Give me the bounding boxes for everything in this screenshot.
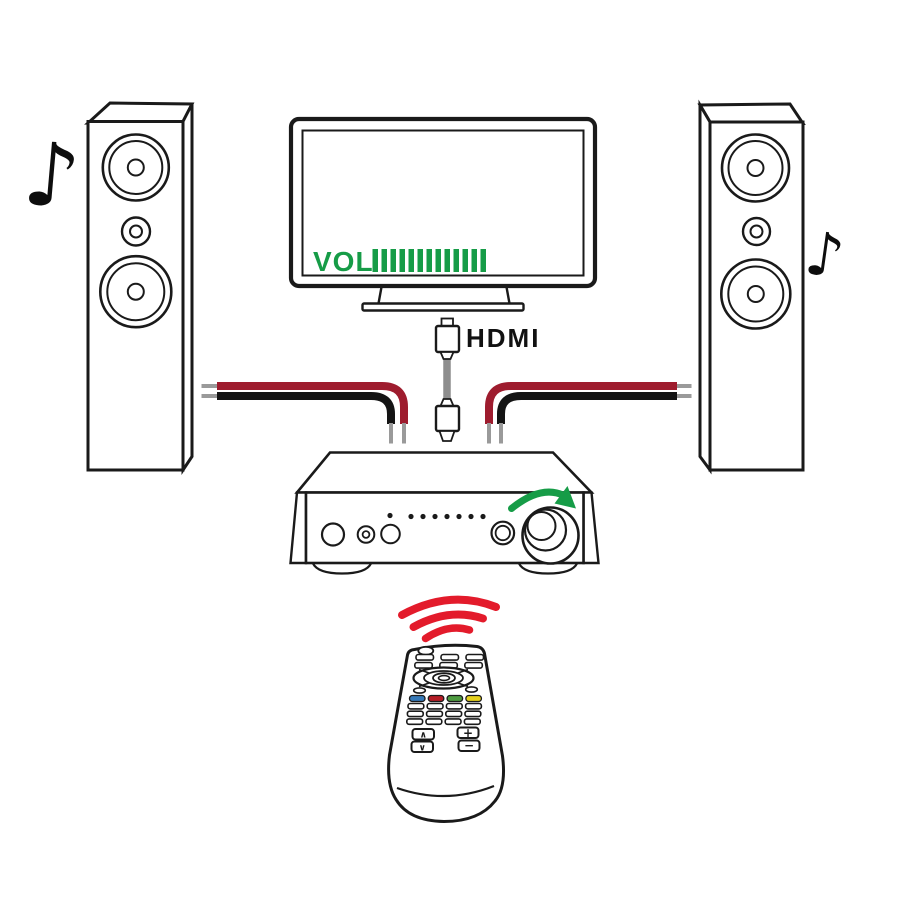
remote-button-grid <box>405 702 483 726</box>
right-woofer-bottom <box>719 258 792 330</box>
volume-bars <box>372 249 486 272</box>
left-tweeter <box>120 216 152 247</box>
left-speaker <box>84 101 195 475</box>
svg-text:+: + <box>463 726 473 740</box>
hdmi-plug-top <box>434 324 461 354</box>
volume-turn-arrow-icon <box>508 486 576 512</box>
svg-text:∨: ∨ <box>419 744 426 754</box>
amp-headphone-jack <box>356 525 376 544</box>
left-woofer-top <box>101 133 171 202</box>
remote-bottom-line <box>396 784 495 798</box>
remote-volume-up-button: + <box>456 726 480 740</box>
right-speaker <box>697 99 806 475</box>
hdmi-plug-bottom <box>434 404 461 433</box>
amp-foot-right <box>518 562 578 575</box>
amp-foot-left <box>312 562 372 575</box>
speaker-wire-left <box>201 382 408 444</box>
remote-channel-down-button: ∨ <box>410 740 434 754</box>
wire-red-left <box>217 382 408 424</box>
remote-channel-up-button: ∧ <box>411 728 435 741</box>
remote-volume-down-button: − <box>457 739 481 753</box>
remote-ok-button <box>432 672 456 684</box>
hdmi-plug-bottom-tip <box>438 430 456 442</box>
music-note-left-icon: ♪ <box>19 122 84 230</box>
svg-text:∧: ∧ <box>420 731 427 741</box>
signal-arc <box>398 595 500 619</box>
amplifier <box>289 451 600 575</box>
remote-oval-button-right <box>464 686 479 693</box>
remote-dpad <box>412 666 475 690</box>
left-woofer-bottom <box>99 254 173 329</box>
amp-top <box>294 451 595 494</box>
tv-screen <box>301 129 585 277</box>
tv-volume-label: VOL <box>313 246 374 277</box>
wire-red-right <box>485 382 677 424</box>
ir-signal-arcs <box>398 595 500 643</box>
remote-power-button <box>417 645 435 656</box>
signal-arc <box>409 610 487 631</box>
amp-indicator-dots <box>387 512 486 520</box>
wire-black-right <box>497 392 677 424</box>
signal-arc <box>421 624 474 643</box>
hdmi-label: HDMI <box>466 323 540 353</box>
music-note-right-icon: ♪ <box>801 218 849 293</box>
amp-input-button <box>380 523 401 545</box>
amp-left-panel <box>289 491 308 565</box>
hdmi-cable: HDMI <box>434 317 540 442</box>
speaker-wire-right <box>485 382 692 444</box>
tv: VOL <box>288 116 598 312</box>
amp-right-panel <box>582 491 600 565</box>
svg-text:−: − <box>464 739 474 753</box>
tv-stand-post <box>377 286 511 304</box>
amp-power-button <box>320 522 346 547</box>
right-tweeter <box>741 216 772 247</box>
remote-control: ∧ ∨ + − <box>387 643 506 824</box>
remote-oval-button-left <box>412 687 427 694</box>
right-woofer-top <box>720 133 791 203</box>
tv-stand-base <box>361 302 525 312</box>
wire-black-left <box>217 392 395 424</box>
remote-color-buttons <box>408 694 483 703</box>
